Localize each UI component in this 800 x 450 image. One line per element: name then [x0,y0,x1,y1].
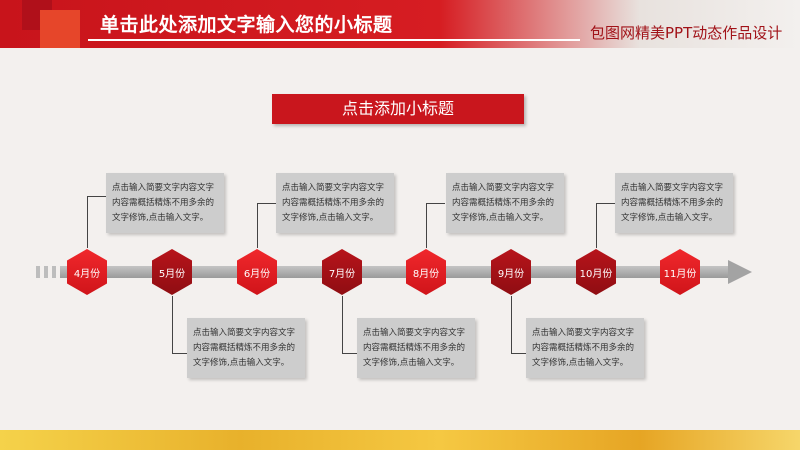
header-banner: 单击此处添加文字输入您的小标题 包图网精美PPT动态作品设计 [0,0,800,48]
note-box[interactable]: 点击输入简要文字内容文字内容需概括精炼不用多余的文字修饰,点击输入文字。 [187,318,305,378]
note-box[interactable]: 点击输入简要文字内容文字内容需概括精炼不用多余的文字修饰,点击输入文字。 [276,173,394,233]
note-box[interactable]: 点击输入简要文字内容文字内容需概括精炼不用多余的文字修饰,点击输入文字。 [446,173,564,233]
subtitle-box[interactable]: 点击添加小标题 [272,94,524,124]
connector-line [511,296,512,353]
month-marker[interactable]: 6月份 [237,249,277,295]
month-marker[interactable]: 5月份 [152,249,192,295]
brand-text: 包图网精美PPT动态作品设计 [590,24,783,42]
page-title[interactable]: 单击此处添加文字输入您的小标题 [100,14,393,36]
connector-line [257,203,276,204]
month-marker[interactable]: 11月份 [660,249,700,295]
month-marker[interactable]: 9月份 [491,249,531,295]
connector-line [87,196,88,248]
connector-line [87,196,106,197]
timeline-arrow-icon [728,260,752,284]
month-marker[interactable]: 4月份 [67,249,107,295]
decor-square-orange [40,10,80,48]
connector-line [257,203,258,248]
note-box[interactable]: 点击输入简要文字内容文字内容需概括精炼不用多余的文字修饰,点击输入文字。 [106,173,224,233]
title-underline [88,39,580,41]
month-marker[interactable]: 7月份 [322,249,362,295]
timeline-tail [52,266,56,278]
connector-line [172,296,173,353]
connector-line [596,203,597,248]
connector-line [426,203,445,204]
connector-line [426,203,427,248]
note-box[interactable]: 点击输入简要文字内容文字内容需概括精炼不用多余的文字修饰,点击输入文字。 [357,318,475,378]
timeline-bar [60,266,732,278]
note-box[interactable]: 点击输入简要文字内容文字内容需概括精炼不用多余的文字修饰,点击输入文字。 [615,173,733,233]
connector-line [172,353,187,354]
timeline-tail [36,266,40,278]
timeline-tail [44,266,48,278]
footer-decoration [0,430,800,450]
month-marker[interactable]: 10月份 [576,249,616,295]
month-marker[interactable]: 8月份 [406,249,446,295]
connector-line [596,203,615,204]
note-box[interactable]: 点击输入简要文字内容文字内容需概括精炼不用多余的文字修饰,点击输入文字。 [526,318,644,378]
connector-line [342,296,343,353]
connector-line [342,353,357,354]
connector-line [511,353,526,354]
